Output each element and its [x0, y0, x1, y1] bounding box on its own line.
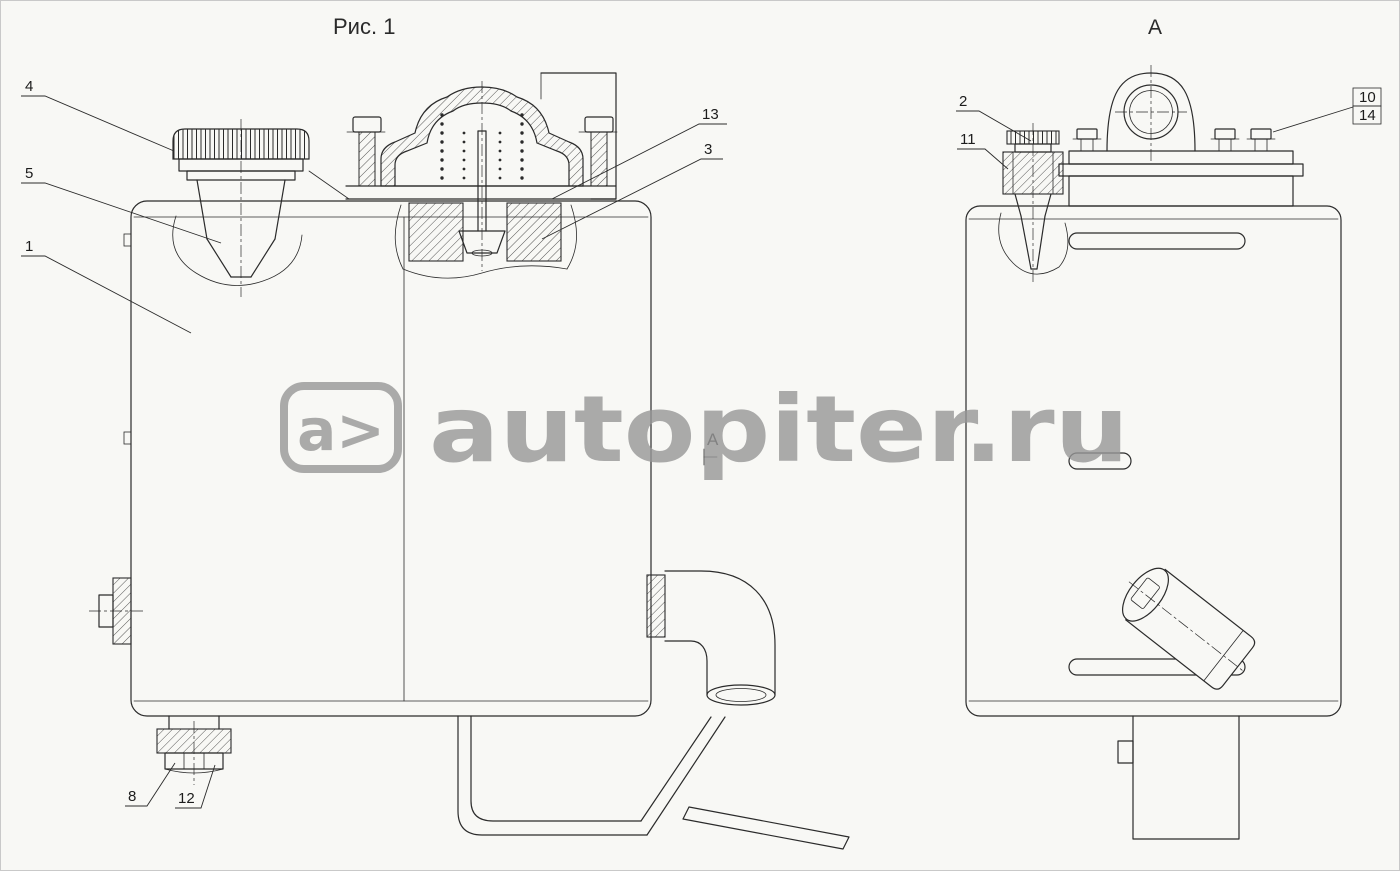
plate-bolt-2: [1210, 128, 1240, 152]
callout-10-14: 10 14: [1272, 87, 1382, 133]
section-mark: A: [703, 430, 719, 466]
angled-neck: [1122, 567, 1256, 690]
callouts: 4 5 1 13 3 2 11 10: [21, 78, 1382, 809]
top-plate: [1058, 65, 1304, 207]
callout-4: 4: [21, 78, 175, 152]
callout-4-label: 4: [25, 78, 33, 95]
stiffening-slots: [1068, 232, 1246, 676]
callout-13: 13: [551, 106, 727, 200]
valve-assembly: [345, 72, 618, 279]
vent-fitting: [998, 123, 1069, 283]
side-fitting: [89, 577, 143, 645]
left-view: A: [89, 72, 850, 850]
watermark: a> autopiter.ru: [280, 376, 1129, 483]
callout-10-label: 10: [1359, 89, 1376, 106]
tank-body: [123, 200, 652, 717]
drain-plug: [156, 715, 232, 785]
callout-2: 2: [956, 93, 1032, 142]
callout-12: 12: [175, 764, 216, 809]
callout-5-label: 5: [25, 165, 33, 182]
callout-1-label: 1: [25, 238, 33, 255]
mounting-bracket: [457, 715, 850, 850]
callout-8: 8: [125, 762, 176, 807]
plate-bolt-1: [1072, 128, 1102, 152]
outlet-elbow: [646, 570, 776, 706]
filler-cap-assembly: [172, 119, 350, 297]
right-view: [965, 65, 1342, 840]
cover-bolt-left: [346, 116, 386, 187]
figure-caption: Рис. 1: [333, 14, 395, 39]
callout-13-label: 13: [702, 106, 719, 123]
callout-12-label: 12: [178, 790, 195, 807]
callout-3-label: 3: [704, 141, 712, 158]
watermark-logo-text: a>: [297, 396, 385, 464]
valve-seat-right: [506, 202, 562, 262]
callout-1: 1: [21, 238, 192, 334]
plate-bolt-3: [1246, 128, 1276, 152]
valve-springs: [440, 113, 524, 180]
callout-8-label: 8: [128, 788, 136, 805]
valve-stem: [458, 130, 506, 257]
watermark-site-text: autopiter.ru: [429, 376, 1129, 483]
lifting-eyelet: [1106, 65, 1196, 163]
valve-seat-left: [408, 202, 464, 262]
callout-2-label: 2: [959, 93, 967, 110]
section-label: A: [707, 430, 719, 449]
callout-5: 5: [21, 165, 222, 244]
callout-14-label: 14: [1359, 107, 1376, 124]
callout-11: 11: [957, 131, 1009, 170]
callout-3: 3: [541, 141, 723, 240]
callout-11-label: 11: [960, 131, 976, 148]
bottom-bracket-right: [1117, 715, 1240, 840]
watermark-logo-box: [280, 382, 402, 473]
view-a-label: A: [1148, 16, 1162, 39]
